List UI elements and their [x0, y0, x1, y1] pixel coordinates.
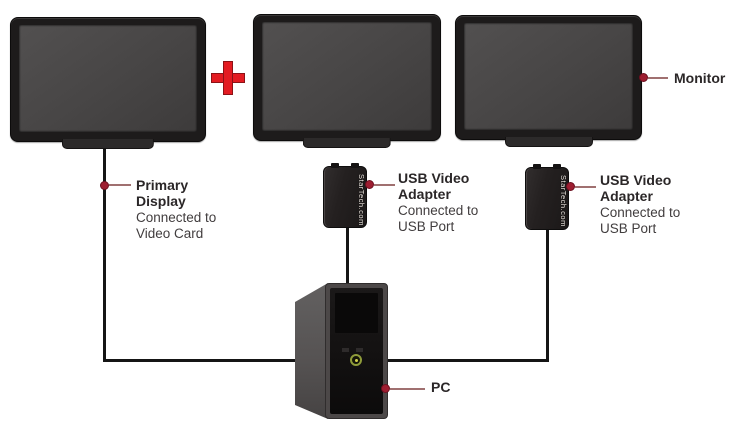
wire-primary-display-vertical	[103, 148, 106, 361]
callout-leader-pc	[390, 388, 425, 390]
callout-leader-monitor	[648, 77, 668, 79]
callout-dot-pc	[381, 384, 390, 393]
pc-drive-bay	[335, 293, 378, 333]
plus-icon	[223, 61, 233, 95]
monitor-screen	[19, 25, 197, 132]
monitor-screen	[464, 23, 633, 130]
pc-power-button	[350, 354, 362, 366]
usb-plug-notch	[553, 164, 561, 169]
pc-button	[342, 348, 349, 352]
callout-leader-usb-adapter-1	[374, 184, 395, 186]
pc-front-panel	[325, 283, 388, 419]
label-monitor: Monitor	[674, 70, 725, 86]
usb-plug-notch	[351, 163, 359, 168]
pc-side-panel	[295, 283, 328, 419]
label-subtitle: Connected to USB Port	[600, 205, 681, 237]
label-title: Primary Display	[136, 177, 189, 210]
wire-primary-display-horizontal	[103, 359, 308, 362]
label-subtitle: Connected to Video Card	[136, 210, 217, 242]
callout-dot-usb-adapter-1	[365, 180, 374, 189]
label-title: Monitor	[674, 70, 726, 86]
pc-tower	[295, 280, 388, 422]
adapter-brand-text: StarTech.com	[357, 173, 366, 226]
monitor-primary-display	[10, 17, 206, 149]
label-title: PC	[431, 379, 451, 395]
callout-dot-primary-display	[100, 181, 109, 190]
wire-adapter2-horizontal	[382, 359, 549, 362]
usb-plug-notch	[533, 164, 541, 169]
label-usb-adapter-2: USB Video Adapter Connected to USB Port	[600, 172, 710, 238]
usb-video-adapter-1: StarTech.com	[323, 163, 367, 228]
monitor-stand	[504, 137, 593, 147]
label-primary-display: Primary Display Connected to Video Card	[136, 177, 240, 243]
wire-adapter1-to-pc	[346, 225, 349, 287]
label-pc: PC	[431, 379, 450, 395]
usb-plug-notch	[331, 163, 339, 168]
monitor-stand	[302, 138, 392, 148]
label-usb-adapter-1: USB Video Adapter Connected to USB Port	[398, 170, 508, 236]
callout-dot-usb-adapter-2	[566, 182, 575, 191]
pc-button	[356, 348, 363, 352]
monitor-screen	[262, 22, 432, 131]
label-title: USB Video Adapter	[600, 172, 672, 205]
monitor-2	[253, 14, 441, 148]
label-subtitle: Connected to USB Port	[398, 203, 479, 235]
usb-video-adapter-2: StarTech.com	[525, 164, 569, 230]
monitor-3	[455, 15, 642, 147]
adapter-brand-text: StarTech.com	[559, 175, 568, 227]
callout-leader-usb-adapter-2	[575, 186, 596, 188]
wire-adapter2-vertical	[546, 227, 549, 362]
callout-dot-monitor	[639, 73, 648, 82]
callout-leader-primary-display	[109, 184, 131, 186]
pc-front-face	[330, 288, 383, 414]
monitor-stand	[61, 139, 155, 149]
label-title: USB Video Adapter	[398, 170, 470, 203]
